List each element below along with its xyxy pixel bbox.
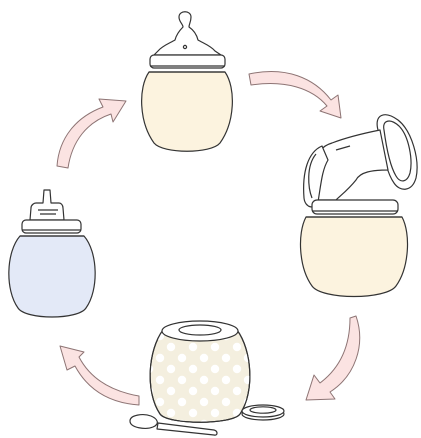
polka-dot-container-icon: [150, 321, 250, 422]
arrow-jar-to-sippy: [60, 346, 139, 405]
arrow-pump-to-jar: [306, 316, 360, 400]
baby-bottle-nipple-icon: [142, 12, 233, 152]
sippy-cup-icon: [9, 190, 95, 317]
breast-pump-icon: [300, 115, 417, 297]
bottle-ring-icon: [242, 405, 284, 420]
arrow-sippy-to-bottle: [57, 99, 126, 168]
arrow-bottle-to-pump: [249, 72, 341, 118]
